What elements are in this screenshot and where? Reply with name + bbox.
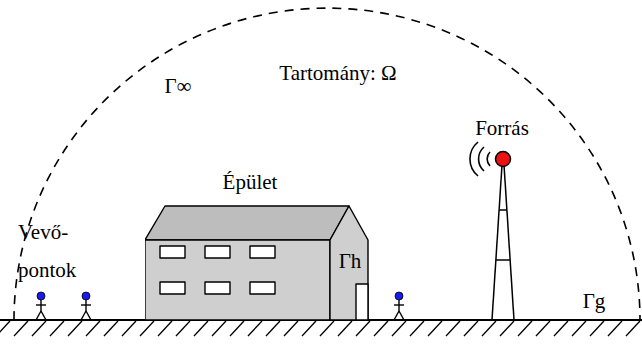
- window: [250, 282, 275, 294]
- source-dot: [496, 152, 511, 167]
- side-wall: [330, 206, 368, 320]
- window: [205, 246, 230, 258]
- boundary-label: Γh: [339, 250, 362, 273]
- domain-label: Tartomány: Ω: [279, 62, 396, 85]
- signal-waves: [470, 142, 490, 176]
- front-wall: [145, 240, 330, 320]
- source-label: Forrás: [475, 117, 529, 140]
- window: [250, 246, 275, 258]
- receiver-label: Vevő- pontok: [18, 213, 93, 289]
- boundary-label: Γg: [583, 290, 606, 313]
- window: [205, 282, 230, 294]
- door: [356, 284, 368, 320]
- window: [160, 246, 185, 258]
- building-label: Épület: [223, 171, 278, 194]
- roof: [145, 206, 349, 240]
- window: [160, 282, 185, 294]
- far-boundary: [14, 8, 640, 320]
- ground-hatch: [0, 320, 642, 336]
- boundary-label: Γ∞: [164, 75, 191, 98]
- building-node: ÉpületΓh: [145, 165, 370, 321]
- antenna-tower: [492, 165, 514, 320]
